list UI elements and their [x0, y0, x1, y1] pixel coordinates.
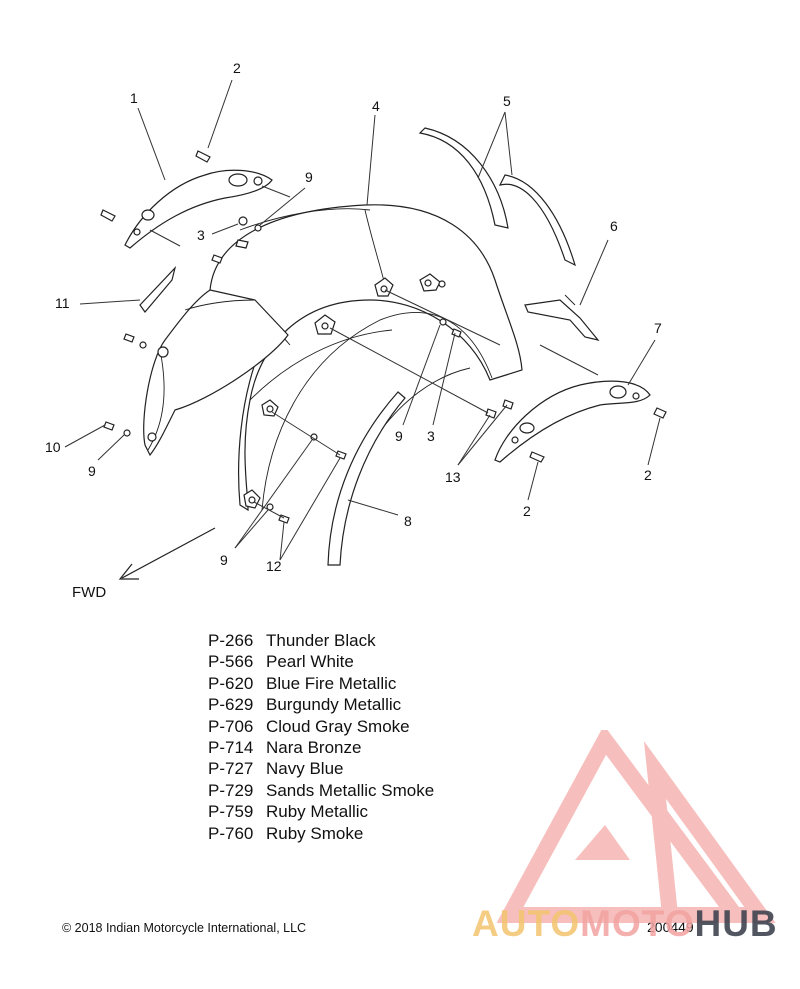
- paint-name: Ruby Smoke: [266, 823, 364, 843]
- callout-5: 5: [503, 93, 511, 109]
- callout-2: 2: [233, 60, 241, 76]
- paint-code: P-629: [208, 695, 254, 715]
- paint-code: P-266: [208, 631, 254, 650]
- callout-1: 1: [130, 90, 138, 106]
- left-light-housing: [124, 169, 273, 249]
- lower-fender-trim: [327, 391, 406, 566]
- paint-code: P-566: [208, 652, 254, 672]
- paint-option-row: P-566 Pearl White: [208, 651, 434, 672]
- callout-9: 9: [88, 463, 96, 479]
- paint-option-row: P-729 Sands Metallic Smoke: [208, 780, 434, 801]
- exploded-parts-diagram: 1 2 4 5 9 3 6 11 7 10 9 3 9 13 2 2 8 9 1…: [45, 60, 667, 601]
- fasteners: [100, 150, 667, 524]
- paint-code: P-760: [208, 823, 254, 843]
- automotohub-watermark: AUTOMOTOHUB: [472, 903, 778, 944]
- callout-11: 11: [55, 295, 70, 311]
- callout-9: 9: [395, 428, 403, 444]
- fender-side-panel: [143, 289, 289, 457]
- callout-labels: 1 2 4 5 9 3 6 11 7 10 9 3 9 13 2 2 8 9 1…: [45, 60, 662, 574]
- callout-2: 2: [644, 467, 652, 483]
- mount-hole-icon: [147, 432, 157, 442]
- paint-code: P-727: [208, 759, 254, 779]
- paint-code: P-729: [208, 780, 254, 800]
- callout-8: 8: [404, 513, 412, 529]
- leader-lines: [64, 79, 661, 561]
- paint-option-row: P-629 Burgundy Metallic: [208, 694, 434, 715]
- callout-6: 6: [610, 218, 618, 234]
- alignment-lines: [149, 185, 599, 519]
- paint-code: P-714: [208, 738, 254, 758]
- paint-code: P-620: [208, 673, 254, 693]
- callout-13: 13: [445, 469, 461, 485]
- paint-option-row: P-620 Blue Fire Metallic: [208, 673, 434, 694]
- small-strip: [139, 265, 177, 313]
- paint-name: Sands Metallic Smoke: [266, 780, 435, 800]
- paint-code: P-706: [208, 716, 254, 736]
- paint-option-row: P-727 Navy Blue: [208, 758, 434, 779]
- paint-name: Nara Bronze: [266, 738, 362, 758]
- callout-7: 7: [654, 320, 662, 336]
- fwd-label: FWD: [72, 584, 106, 601]
- paint-name: Pearl White: [266, 652, 354, 672]
- forward-arrow: FWD: [72, 527, 216, 601]
- paint-option-row: P-714 Nara Bronze: [208, 737, 434, 758]
- paint-option-row: P-760 Ruby Smoke: [208, 823, 434, 844]
- automotohub-logo-icon: [496, 730, 776, 923]
- callout-3: 3: [197, 227, 205, 243]
- trim-strips: [418, 127, 576, 267]
- mount-hole-icon: [157, 346, 169, 358]
- paint-option-row: P-759 Ruby Metallic: [208, 801, 434, 822]
- callout-9: 9: [220, 552, 228, 568]
- callout-9: 9: [305, 169, 313, 185]
- paint-name: Burgundy Metallic: [266, 695, 402, 715]
- paint-name: Thunder Black: [266, 631, 376, 650]
- paint-name: Navy Blue: [266, 759, 344, 779]
- trim-piece: [524, 294, 600, 341]
- copyright-notice: © 2018 Indian Motorcycle International, …: [62, 921, 307, 935]
- callout-3: 3: [427, 428, 435, 444]
- callout-2: 2: [523, 503, 531, 519]
- paint-code: P-759: [208, 802, 254, 822]
- paint-name: Ruby Metallic: [266, 802, 369, 822]
- callout-4: 4: [372, 98, 380, 114]
- callout-12: 12: [266, 558, 282, 574]
- fender-mount-bosses: [243, 273, 446, 509]
- paint-option-row: P-706 Cloud Gray Smoke: [208, 716, 434, 737]
- paint-option-row: P-266 Thunder Black: [208, 630, 434, 651]
- paint-name: Cloud Gray Smoke: [266, 716, 410, 736]
- paint-name: Blue Fire Metallic: [266, 673, 397, 693]
- callout-10: 10: [45, 439, 61, 455]
- right-light-housing: [494, 380, 651, 463]
